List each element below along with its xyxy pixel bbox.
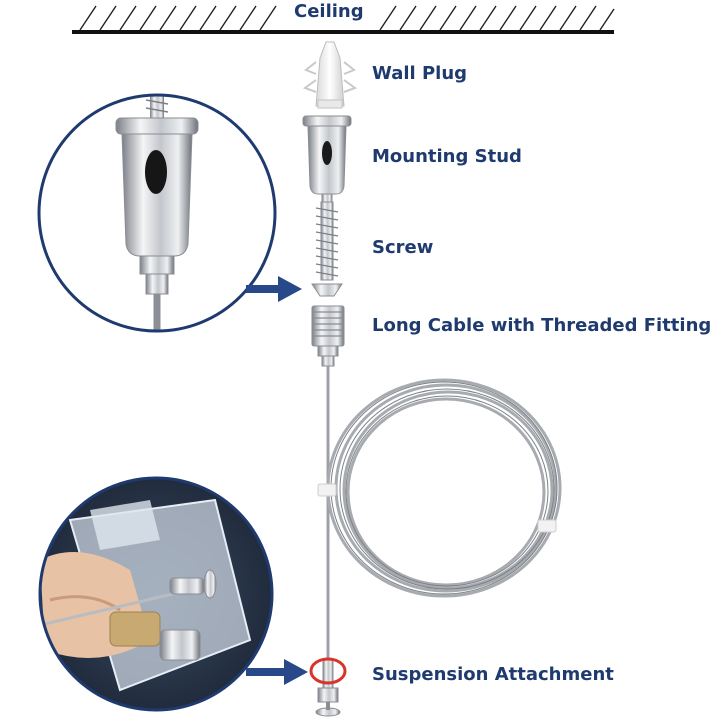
ceiling [72,5,615,34]
label-suspension-attachment: Suspension Attachment [372,664,614,685]
label-wall-plug: Wall Plug [372,63,468,84]
screw [311,201,343,297]
wall-plug [302,41,358,109]
cable [317,366,562,660]
highlight-ring [309,657,347,685]
mounting-stud [302,115,352,203]
inset-border-bottom [38,476,274,712]
suspension-attachment [309,657,347,717]
label-screw: Screw [372,237,434,258]
inset-border-top [37,93,277,333]
threaded-fitting [311,305,345,367]
cable-tie-left [317,483,337,497]
label-mounting-stud: Mounting Stud [372,146,522,167]
ceiling-label: Ceiling [292,1,366,22]
pointer-arrows [246,276,308,685]
inset-mounting-stud-closeup [37,93,277,333]
label-long-cable: Long Cable with Threaded Fitting [372,315,712,336]
cable-tie-right [537,519,557,533]
inset-suspension-closeup [38,476,274,712]
arrow-top [246,276,302,302]
arrow-bottom [246,659,308,685]
ceiling-hatching [79,5,615,31]
